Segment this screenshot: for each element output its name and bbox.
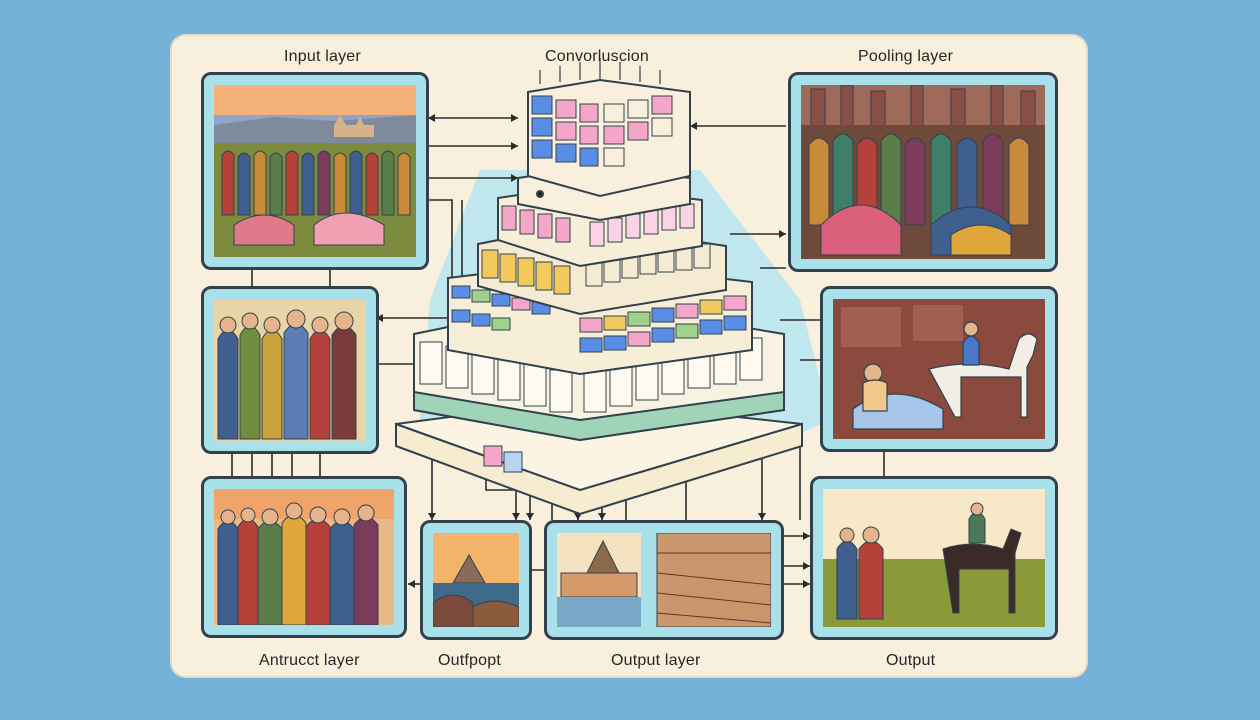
- output-painting: [810, 476, 1058, 640]
- bottom-left-painting: [201, 476, 407, 638]
- rider-and-figures-icon: [823, 489, 1045, 627]
- input-layer-painting: [201, 72, 429, 270]
- pooling-layer-painting: [788, 72, 1058, 272]
- right-middle-painting: [820, 286, 1058, 452]
- antrucct-layer-label: Antrucct layer: [259, 652, 360, 669]
- outfpopt-label: Outfpopt: [438, 652, 501, 669]
- convolution-label: Convorluscion: [545, 48, 649, 65]
- layer-stack: [395, 58, 803, 516]
- group-portrait-icon: [214, 489, 394, 625]
- castle-and-texture-icon: [557, 533, 771, 627]
- output-layer-painting: [544, 520, 784, 640]
- outfpopt-painting: [420, 520, 532, 640]
- output-label: Output: [886, 652, 936, 669]
- left-middle-painting: [201, 286, 379, 454]
- pooling-layer-label: Pooling layer: [858, 48, 954, 65]
- horse-rider-icon: [833, 299, 1045, 439]
- cathedral-crowd-icon: [801, 85, 1045, 259]
- standing-figures-icon: [214, 299, 366, 441]
- input-layer-label: Input layer: [284, 48, 361, 65]
- pyramid-icon: [433, 533, 519, 627]
- landscape-crowd-icon: [214, 85, 416, 257]
- output-layer-label: Output layer: [611, 652, 701, 669]
